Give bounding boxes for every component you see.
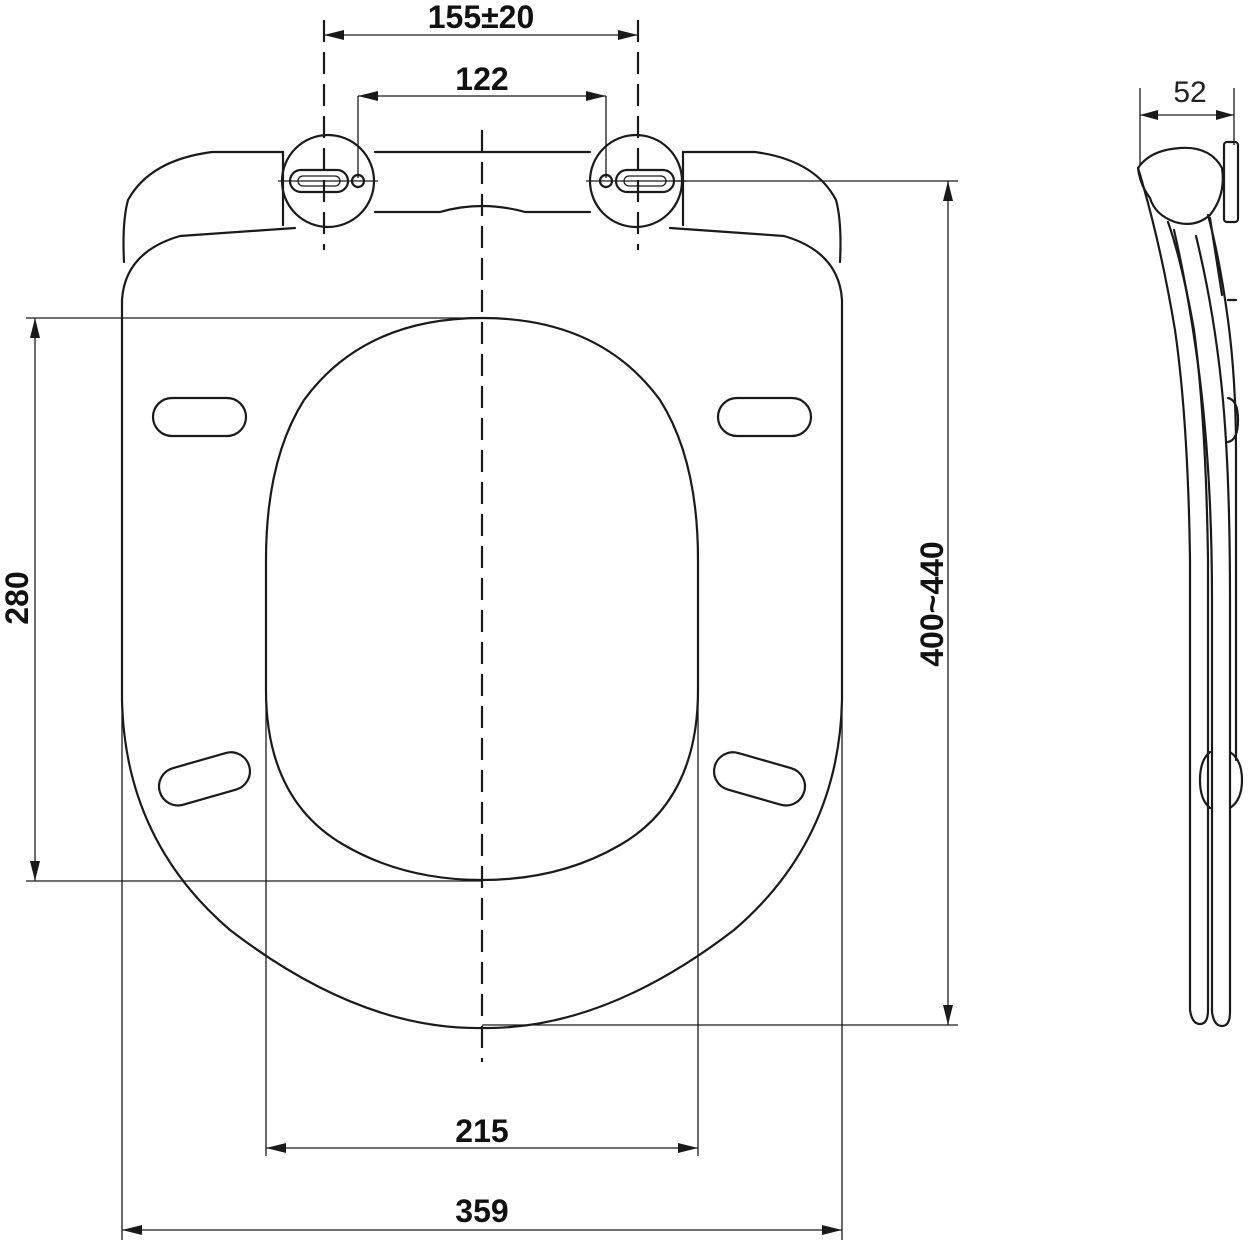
side-view: 52 bbox=[1136, 76, 1244, 1028]
hinge-right bbox=[586, 133, 686, 229]
dimension-label-hinge-adjustable: 155±20 bbox=[428, 0, 535, 35]
side-hinge bbox=[1136, 146, 1224, 225]
side-buffer-bottom bbox=[1198, 750, 1244, 810]
dimension-label-opening-width: 215 bbox=[455, 1113, 508, 1149]
side-lid-outer bbox=[1136, 166, 1210, 1026]
dimension-400-440: 400~440 bbox=[482, 180, 958, 1026]
side-buffer-top bbox=[1226, 396, 1240, 444]
dimension-label-overall-width: 359 bbox=[455, 1193, 508, 1229]
buffer-slot-top-right bbox=[716, 396, 813, 438]
buffer-slot-top-left bbox=[151, 396, 248, 438]
dimension-122: 122 bbox=[357, 61, 607, 178]
dimension-359: 359 bbox=[121, 700, 843, 1240]
buffer-slot-bottom-right bbox=[712, 751, 807, 807]
dimension-label-overall-length: 400~440 bbox=[914, 541, 950, 666]
dimension-155: 155±20 bbox=[324, 0, 638, 40]
dimension-label-hinge-fixed: 122 bbox=[455, 61, 508, 97]
buffer-slot-bottom-left bbox=[157, 751, 252, 807]
side-seat-inner bbox=[1206, 213, 1238, 762]
dimension-label-opening-length: 280 bbox=[0, 571, 35, 624]
top-view bbox=[120, 20, 844, 1062]
dimension-280: 280 bbox=[0, 317, 482, 882]
side-seat bbox=[1172, 228, 1232, 1028]
side-hinge-plate bbox=[1222, 140, 1240, 224]
lid-back-plate bbox=[122, 150, 842, 264]
dimension-label-profile-height: 52 bbox=[1173, 76, 1206, 109]
dimension-215: 215 bbox=[265, 700, 699, 1156]
hinge-left bbox=[278, 133, 378, 229]
